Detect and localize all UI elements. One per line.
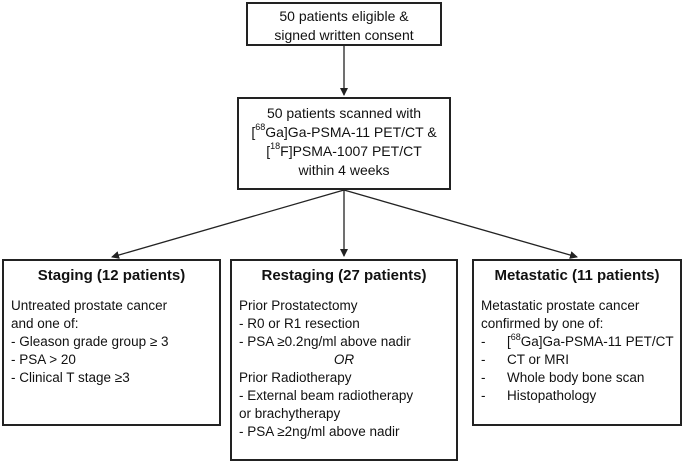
staging-intro-1: Untreated prostate cancer [11,298,168,313]
metastatic-title: Metastatic (11 patients) [494,267,660,284]
restaging-radiotherapy-heading: Prior Radiotherapy [239,370,352,385]
staging-criterion-t-stage: - Clinical T stage ≥3 [11,370,130,385]
restaging-brachy-item: or brachytherapy [239,406,341,421]
metastatic-item-bone-scan: - Whole body bone scan [481,369,673,387]
metastatic-item-psma-text: Ga]Ga-PSMA-11 PET/CT [520,334,674,349]
restaging-resection-item: - R0 or R1 resection [239,316,360,331]
scan-line-3: [18F]PSMA-1007 PET/CT [266,141,422,159]
bullet-dash: - [481,370,486,385]
ga-isotope-sup: 68 [510,331,521,342]
staging-box: Staging (12 patients) Untreated prostate… [2,259,221,426]
bullet-dash: - [481,388,486,403]
scan-line-3-text: F]PSMA-1007 PET/CT [280,143,422,159]
metastatic-intro-2: confirmed by one of: [481,316,604,331]
scan-line-1: 50 patients scanned with [266,105,422,121]
metastatic-item-psma: -[68Ga]Ga-PSMA-11 PET/CT [481,331,674,349]
metastatic-item-ct-mri-text: CT or MRI [507,352,570,367]
consent-line-1: 50 patients eligible & [279,8,409,24]
metastatic-box: Metastatic (11 patients) Metastatic pros… [472,259,682,426]
restaging-prostatectomy-heading: Prior Prostatectomy [239,298,358,313]
staging-criterion-psa: - PSA > 20 [11,352,76,367]
restaging-box: Restaging (27 patients) Prior Prostatect… [230,259,458,461]
arrow-scan-to-staging [111,189,345,259]
f-isotope-sup: 18 [270,141,281,152]
restaging-title: Restaging (27 patients) [261,267,427,284]
bullet-dash: - [481,352,486,367]
scan-box: 50 patients scanned with [68Ga]Ga-PSMA-1… [237,97,451,190]
scan-line-2-text: Ga]Ga-PSMA-11 PET/CT & [265,124,437,140]
consent-box: 50 patients eligible & signed written co… [246,2,442,46]
scan-line-2: [68Ga]Ga-PSMA-11 PET/CT & [251,122,437,140]
arrow-scan-to-metastatic [343,189,578,259]
staging-intro-2: and one of: [11,316,79,331]
metastatic-item-histopathology: - Histopathology [481,387,673,405]
restaging-psa-radiotherapy-item: - PSA ≥2ng/ml above nadir [239,424,400,439]
restaging-psa-prostatectomy-item: - PSA ≥0.2ng/ml above nadir [239,334,411,349]
metastatic-item-bone-scan-text: Whole body bone scan [507,370,645,385]
metastatic-intro-1: Metastatic prostate cancer [481,298,640,313]
consent-line-2: signed written consent [274,27,414,43]
restaging-ebrt-item: - External beam radiotherapy [239,388,414,403]
scan-line-4: within 4 weeks [298,162,390,178]
bullet-dash: - [481,334,486,349]
ga-isotope-sup: 68 [255,122,266,133]
metastatic-item-ct-mri: - CT or MRI [481,351,673,369]
staging-criterion-gleason: - Gleason grade group ≥ 3 [11,334,169,349]
metastatic-item-histopathology-text: Histopathology [507,388,597,403]
staging-title: Staging (12 patients) [37,267,186,284]
restaging-or-label: OR [333,352,355,367]
